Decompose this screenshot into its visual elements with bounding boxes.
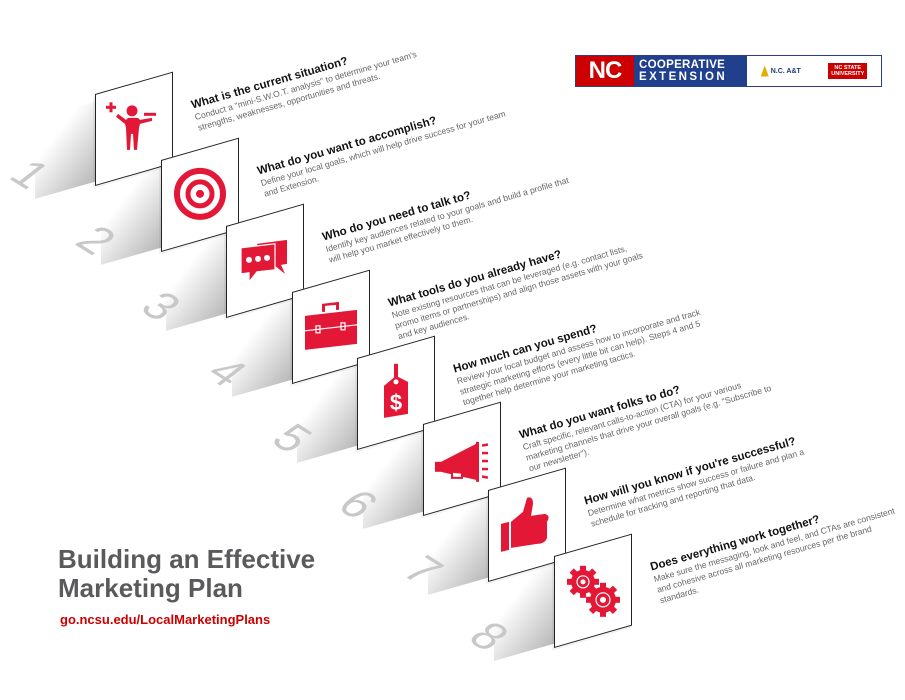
page-title: Building an Effective Marketing Plan	[58, 544, 316, 603]
svg-text:$: $	[390, 390, 402, 415]
nc-logo-mark: NC	[576, 56, 634, 86]
target-icon	[173, 167, 226, 220]
nc-cooperative-extension-logo: NC COOPERATIVE EXTENSION N.C. A&T NC STA…	[575, 55, 882, 87]
step-icon-card	[553, 533, 632, 648]
step-text: Who do you need to talk to?Identify key …	[321, 160, 581, 265]
step-shadow	[231, 299, 294, 397]
step-icon-card	[160, 137, 239, 252]
briefcase-icon	[304, 301, 357, 350]
step-icon-card	[422, 401, 501, 516]
step-text: What is the current situation?Conduct a …	[190, 28, 450, 133]
megaphone-icon	[434, 441, 488, 482]
chat-bubbles-icon	[240, 239, 287, 284]
step-icon-card: $	[357, 335, 435, 450]
step-shadow	[493, 563, 556, 661]
step-text: What do you want to accomplish?Define yo…	[256, 94, 516, 199]
person-plus-minus-icon	[106, 102, 156, 150]
step-shadow	[166, 233, 228, 331]
step-icon-card	[226, 203, 304, 318]
gears-icon	[566, 565, 620, 617]
step-icon-card	[291, 269, 370, 384]
step-shadow	[297, 365, 359, 463]
price-tag-dollar-icon: $	[384, 363, 408, 418]
aggie-icon	[760, 65, 769, 77]
step-icon-card	[95, 71, 173, 186]
step-shadow	[100, 167, 163, 265]
step-shadow	[35, 101, 97, 199]
step-shadow	[428, 497, 490, 595]
thumbs-up-icon	[501, 497, 549, 552]
step-icon-card	[488, 467, 566, 582]
url-link[interactable]: go.ncsu.edu/LocalMarketingPlans	[60, 612, 271, 627]
step-text: Does everything work together?Make sure …	[649, 490, 905, 606]
step-shadow	[362, 431, 425, 529]
nc-aandt-logo: N.C. A&T	[760, 65, 801, 77]
cooperative-extension-wordmark: COOPERATIVE EXTENSION	[634, 56, 747, 86]
